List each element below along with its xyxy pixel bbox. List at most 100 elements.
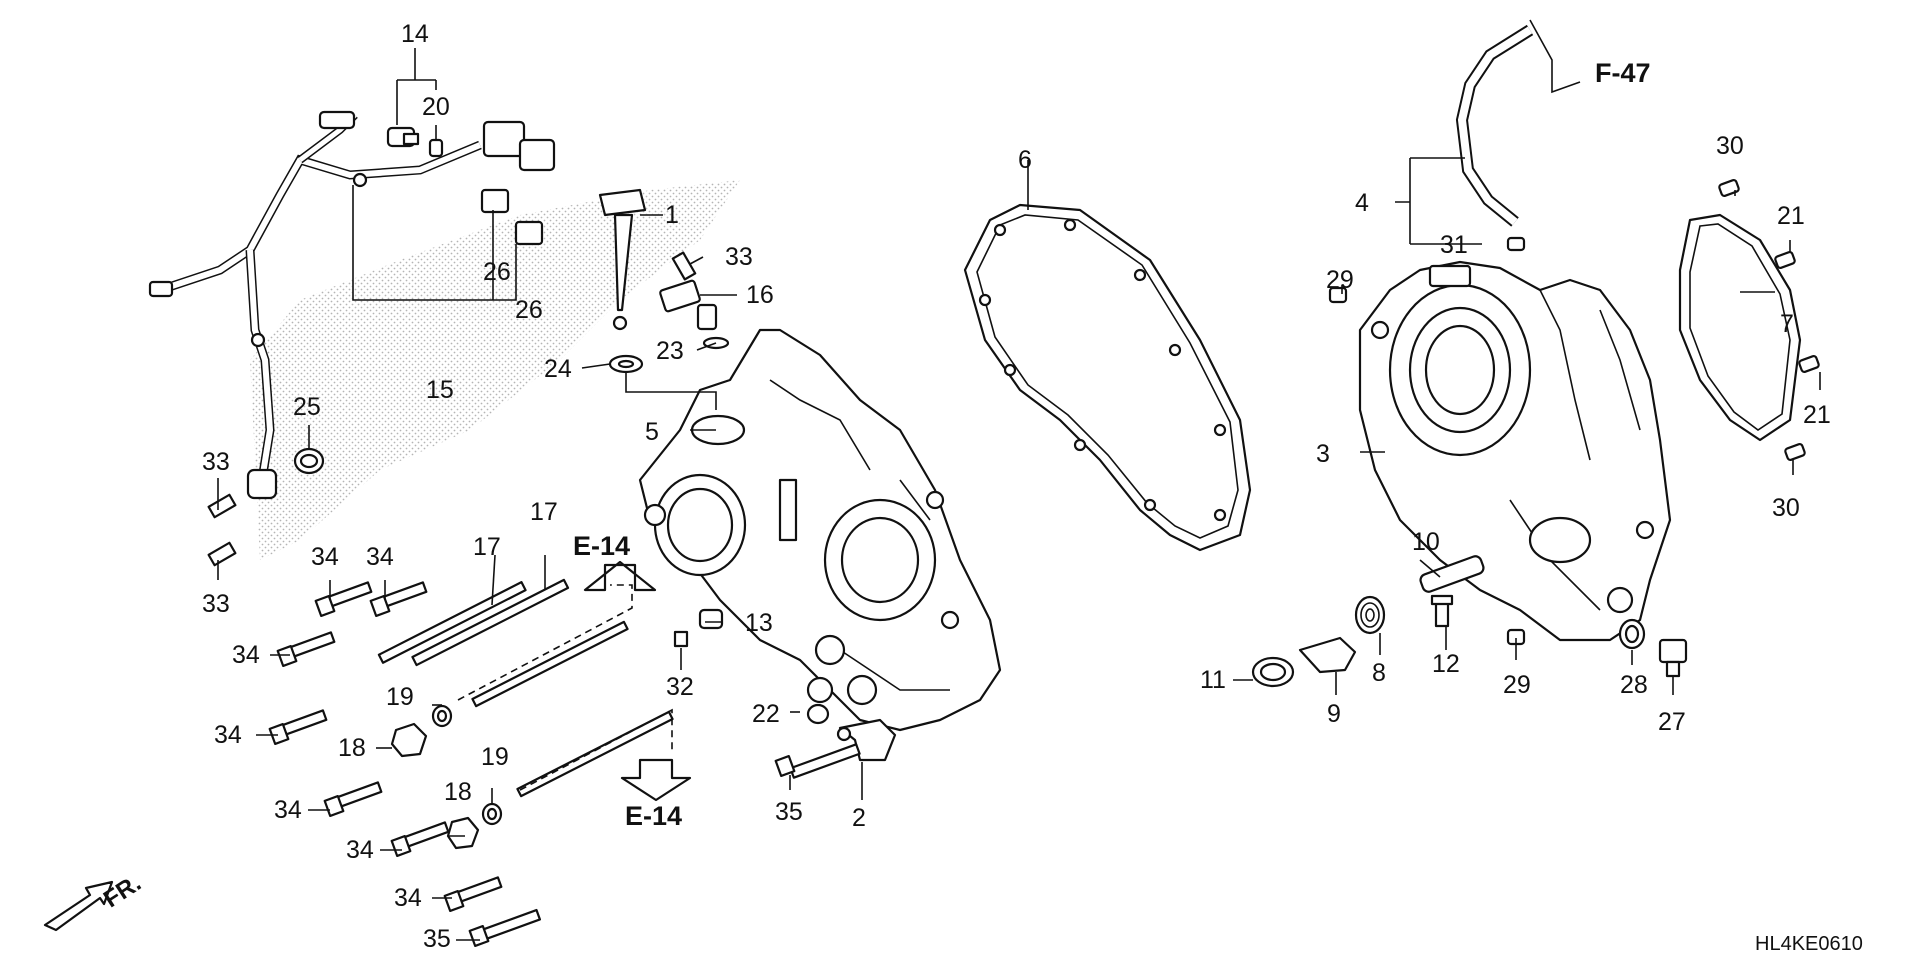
callout-22: 22 <box>752 700 780 728</box>
clip-13 <box>698 608 724 630</box>
plug-27 <box>1658 638 1688 678</box>
callout-13: 13 <box>745 609 773 637</box>
callout-14: 14 <box>401 20 429 48</box>
washer-19-lower <box>481 802 503 826</box>
callout-26b: 26 <box>515 296 543 324</box>
left-crankcase-cover <box>638 328 1002 732</box>
nut-18-lower <box>446 816 480 850</box>
bolt-34-d <box>268 709 328 746</box>
right-crankcase-cover <box>1358 260 1672 642</box>
ref-f47: F-47 <box>1595 58 1651 88</box>
front-arrow <box>43 880 114 932</box>
stud-long-b <box>516 710 674 798</box>
shaft-10 <box>1419 555 1485 593</box>
callout-32: 32 <box>666 673 694 701</box>
nut-18-upper <box>390 722 428 758</box>
ref-e14-bottom: E-14 <box>625 801 682 831</box>
callout-19a: 19 <box>386 683 414 711</box>
bolt-34-a <box>314 581 373 618</box>
callout-7: 7 <box>1780 310 1794 338</box>
callout-10: 10 <box>1412 528 1440 556</box>
callout-24: 24 <box>544 355 572 383</box>
leader-14 <box>396 48 437 140</box>
callout-35a: 35 <box>423 925 451 953</box>
bolt-32 <box>673 630 689 648</box>
bolt-34-b <box>369 581 428 618</box>
dipstick <box>598 188 647 331</box>
bolt-34-g <box>443 876 503 913</box>
callout-25: 25 <box>293 393 321 421</box>
callout-3: 3 <box>1316 440 1330 468</box>
ref-e14-top: E-14 <box>573 531 630 561</box>
callout-11: 11 <box>1200 666 1226 694</box>
washer-20 <box>428 138 444 158</box>
callout-6: 6 <box>1018 146 1032 174</box>
grommet-25 <box>293 447 325 475</box>
callout-34b: 34 <box>366 543 394 571</box>
lever-9 <box>1298 636 1357 674</box>
callout-34a: 34 <box>311 543 339 571</box>
hose-4 <box>1455 24 1534 227</box>
callout-20: 20 <box>422 93 450 121</box>
callout-2: 2 <box>852 804 866 832</box>
gasket-6 <box>963 203 1252 552</box>
callout-34e: 34 <box>274 796 302 824</box>
dowel-21-bottom <box>1798 355 1820 373</box>
leader-lines <box>217 160 1821 941</box>
e14-bracket-bottom <box>519 708 673 791</box>
bolt-33-top <box>671 251 697 281</box>
callout-33b: 33 <box>202 448 230 476</box>
callout-26a: 26 <box>483 258 511 286</box>
bracket-2 <box>836 718 897 762</box>
callout-29b: 29 <box>1503 671 1531 699</box>
callout-19b: 19 <box>481 743 509 771</box>
dowel-30-bottom <box>1784 443 1806 461</box>
callout-34d: 34 <box>214 721 242 749</box>
callout-28: 28 <box>1620 671 1648 699</box>
sensor-14 <box>386 126 420 148</box>
arrow-e14-down <box>620 758 692 802</box>
bolt-34-e <box>323 781 383 818</box>
callout-18a: 18 <box>338 734 366 762</box>
washer-19-upper <box>431 704 453 728</box>
dowel-21-top <box>1774 251 1796 269</box>
clamp-31 <box>1506 236 1526 252</box>
leader-4 <box>1395 157 1482 245</box>
callout-5: 5 <box>645 418 659 446</box>
e14-bracket-top <box>457 584 633 701</box>
callout-8: 8 <box>1372 659 1386 687</box>
callout-4: 4 <box>1355 189 1369 217</box>
seal-22 <box>806 703 830 725</box>
callout-17b: 17 <box>530 498 558 526</box>
callout-34g: 34 <box>394 884 422 912</box>
spring-8 <box>1354 595 1386 635</box>
callout-15: 15 <box>426 376 454 404</box>
arrow-f47 <box>1529 19 1581 94</box>
wire-harness <box>148 110 556 500</box>
callout-31: 31 <box>1440 231 1468 259</box>
bolt-34-f <box>390 821 450 858</box>
callout-21a: 21 <box>1777 202 1805 230</box>
front-label: FR. <box>99 870 146 914</box>
arrow-e14-up <box>583 560 657 592</box>
callout-21b: 21 <box>1803 401 1831 429</box>
callout-34f: 34 <box>346 836 374 864</box>
collar-11 <box>1251 656 1295 688</box>
stud-17-a <box>377 581 527 664</box>
stud-long-a <box>471 620 629 708</box>
bolt-35-right <box>774 743 861 779</box>
callout-12: 12 <box>1432 650 1460 678</box>
callout-18b: 18 <box>444 778 472 806</box>
callout-17a: 17 <box>473 533 501 561</box>
callout-1: 1 <box>665 201 679 229</box>
callout-33a: 33 <box>725 243 753 271</box>
sensor-16 <box>659 279 718 331</box>
callout-29a: 29 <box>1326 266 1354 294</box>
bolt-12 <box>1430 594 1454 628</box>
callout-27: 27 <box>1658 708 1686 736</box>
callouts: 1 2 3 4 5 6 7 8 9 10 11 12 13 14 15 16 1… <box>202 20 1831 953</box>
callout-34c: 34 <box>232 641 260 669</box>
callout-30b: 30 <box>1772 494 1800 522</box>
